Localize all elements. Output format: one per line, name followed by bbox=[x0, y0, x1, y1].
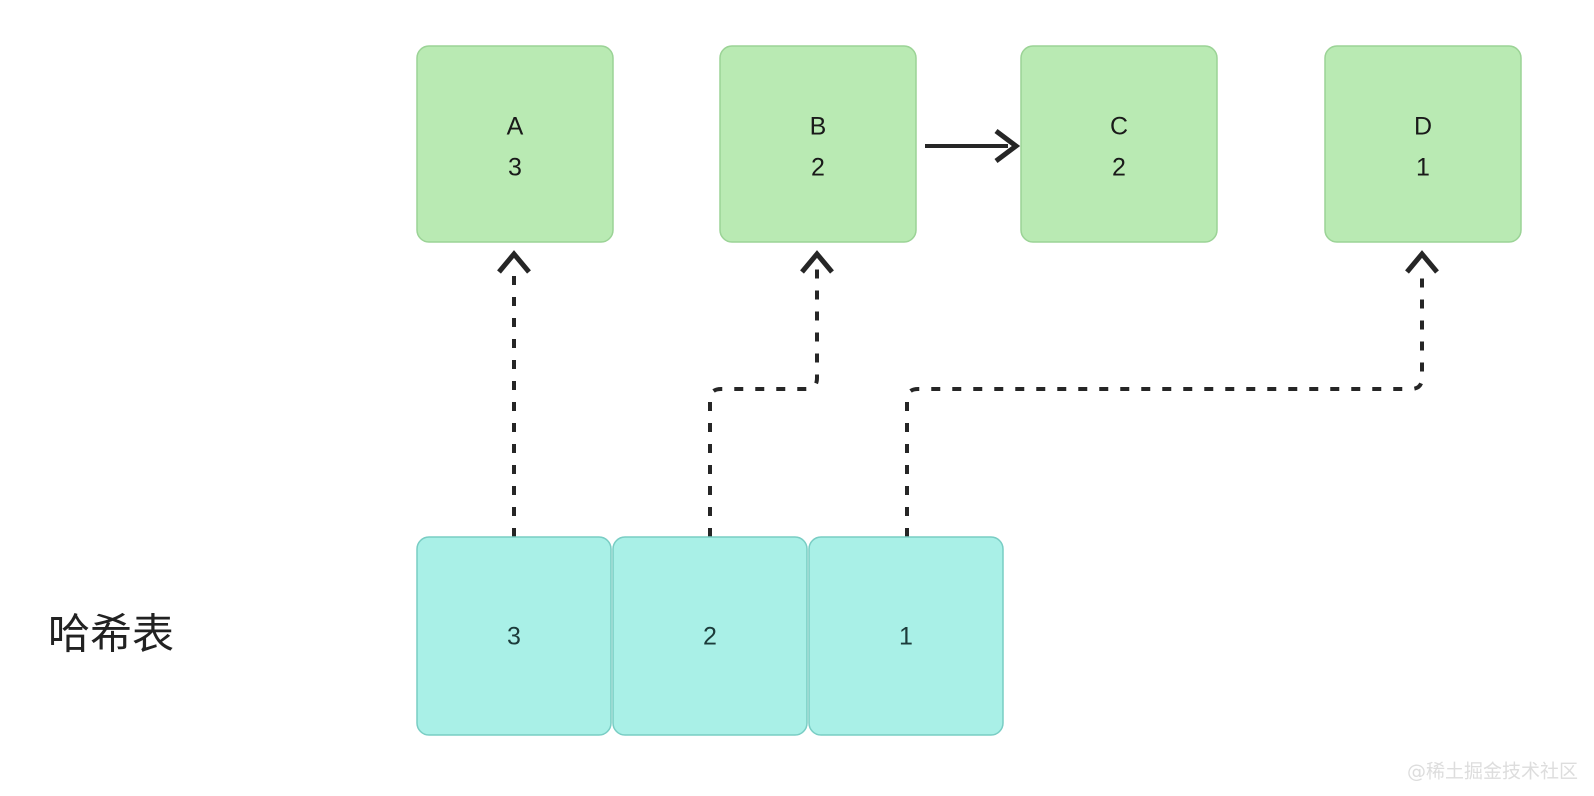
slot-cell-1-box[interactable] bbox=[808, 536, 1004, 736]
node-a-box[interactable] bbox=[416, 45, 614, 243]
node-b[interactable]: B 2 bbox=[719, 45, 917, 243]
slot-cell-3[interactable]: 3 bbox=[416, 536, 612, 736]
hash-table-slots: 3 2 1 bbox=[416, 536, 1004, 736]
arrow-head-icon bbox=[800, 250, 834, 274]
node-d-box[interactable] bbox=[1324, 45, 1522, 243]
arrow-head-icon bbox=[994, 129, 1021, 163]
node-b-key: B bbox=[810, 113, 827, 141]
node-c[interactable]: C 2 bbox=[1020, 45, 1218, 243]
node-c-value: 2 bbox=[1112, 154, 1126, 182]
node-d-value: 1 bbox=[1416, 154, 1430, 182]
node-c-box[interactable] bbox=[1020, 45, 1218, 243]
slot-cell-2[interactable]: 2 bbox=[612, 536, 808, 736]
node-d[interactable]: D 1 bbox=[1324, 45, 1522, 243]
slot-cell-2-label: 2 bbox=[703, 623, 717, 651]
edge-slot1-to-node-d bbox=[905, 250, 1439, 537]
edge-slot3-to-node-a bbox=[497, 250, 531, 537]
node-b-box[interactable] bbox=[719, 45, 917, 243]
edge-slot2-to-node-b bbox=[708, 250, 834, 537]
slot-cell-3-box[interactable] bbox=[416, 536, 612, 736]
arrow-head-icon bbox=[497, 250, 531, 274]
node-a-key: A bbox=[507, 113, 524, 141]
slot-cell-1-label: 1 bbox=[899, 623, 913, 651]
slot-cell-1[interactable]: 1 bbox=[808, 536, 1004, 736]
node-d-key: D bbox=[1414, 113, 1432, 141]
node-c-key: C bbox=[1110, 113, 1128, 141]
watermark: @稀土掘金技术社区 bbox=[1407, 761, 1578, 783]
arrow-head-icon bbox=[1405, 250, 1439, 274]
slot-cell-2-box[interactable] bbox=[612, 536, 808, 736]
slot-cell-3-label: 3 bbox=[507, 623, 521, 651]
node-b-value: 2 bbox=[811, 154, 825, 182]
edge-node-b-to-node-c bbox=[925, 129, 1021, 163]
node-a[interactable]: A 3 bbox=[416, 45, 614, 243]
hash-table-caption: 哈希表 bbox=[48, 610, 174, 659]
node-a-value: 3 bbox=[508, 154, 522, 182]
